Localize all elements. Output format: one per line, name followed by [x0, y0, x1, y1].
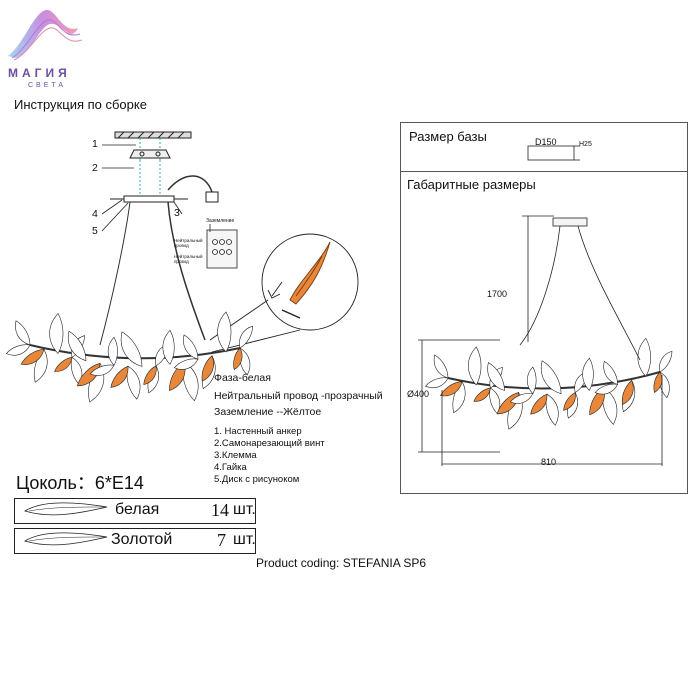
leaf-shape	[473, 387, 491, 402]
callout-leaders	[101, 144, 183, 232]
diameter-dimension: Ø400	[407, 389, 430, 399]
fixture-dimension-illustration	[425, 337, 673, 430]
count-unit-white: шт.	[233, 501, 256, 518]
base-diameter: D150	[535, 137, 557, 147]
leaf-shape	[173, 358, 199, 370]
leaf-shape	[239, 325, 253, 349]
white-leaf-icon	[24, 502, 108, 516]
leaf-shape	[540, 360, 562, 395]
leaf-shape	[440, 381, 463, 397]
leaf-shape	[54, 356, 73, 372]
wiring-phase: Фаза-белая	[214, 372, 271, 384]
terminal-block	[206, 224, 238, 269]
dimensions-panel: Размер базы D150 H25 Габаритные размеры …	[400, 122, 688, 494]
logo-mark-icon	[8, 9, 83, 61]
leaf-shape	[603, 360, 618, 385]
callout-2: 2	[92, 162, 98, 174]
leaf-shape	[526, 366, 537, 395]
parts-item: 1. Настенный анкер	[214, 426, 302, 437]
leaf-shape	[201, 355, 214, 382]
leaf-shape	[582, 357, 594, 391]
callout-4: 4	[92, 208, 98, 220]
leaf-shape	[659, 350, 673, 373]
callout-3: 3	[174, 207, 180, 219]
leaf-shape	[162, 329, 175, 365]
overall-dims-label: Габаритные размеры	[407, 177, 536, 192]
page-title: Инструкция по сборке	[14, 97, 147, 112]
leaf-shape	[120, 331, 143, 367]
leaf-shape	[487, 362, 505, 391]
gold-leaf-icon	[24, 532, 108, 546]
base-size-label: Размер базы	[409, 129, 487, 144]
callout-1: 1	[92, 138, 98, 150]
leaf-shape	[15, 320, 31, 346]
wiring-neutral: Нейтральный провод -прозрачный	[214, 390, 383, 402]
leaf-shape	[183, 334, 199, 360]
leaf-shape	[89, 364, 115, 376]
count-row-gold: Золотой 7 шт.	[14, 528, 256, 554]
terminal-ground-label: Заземление	[206, 218, 235, 224]
leaf-shape	[5, 344, 31, 356]
leaf-shape	[621, 380, 634, 406]
parts-list: 1. Настенный анкер 2.Самонарезающий винт…	[214, 426, 325, 486]
parts-item: 2.Самонарезающий винт	[214, 438, 325, 449]
terminal-neutral-top-label: Нейтральный провод	[174, 238, 203, 248]
terminal-neutral-bottom-label: Нейтральный провод	[174, 254, 203, 264]
fixture-illustration	[5, 311, 253, 403]
leaf-shape	[594, 383, 619, 395]
base-height: H25	[579, 141, 592, 148]
count-label-white: белая	[115, 501, 160, 518]
parts-item: 4.Гайка	[214, 462, 247, 473]
leaf-shape	[20, 349, 45, 365]
height-dimension: 1700	[487, 289, 508, 299]
dimension-lines	[418, 215, 663, 466]
count-unit-gold: шт.	[233, 531, 256, 548]
socket-spec: Цоколь：6*E14	[16, 473, 144, 493]
leaf-shape	[217, 311, 232, 353]
leaf-shape	[49, 313, 64, 355]
parts-item: 3.Клемма	[214, 450, 257, 461]
leaf-shape	[67, 330, 87, 362]
count-qty-white: 14	[211, 500, 229, 520]
logo-subword: СВЕТА	[28, 82, 67, 89]
count-row-white: белая 14 шт.	[14, 498, 256, 524]
leaf-shape	[563, 392, 576, 411]
leaf-shape	[467, 346, 482, 386]
panel-divider	[401, 171, 687, 172]
leaf-shape	[589, 387, 605, 416]
count-qty-gold: 7	[217, 530, 226, 550]
logo-word: МАГИЯ	[8, 66, 71, 80]
leaf-shape	[126, 365, 141, 400]
width-dimension: 810	[541, 457, 557, 467]
leaf-shape	[233, 347, 243, 371]
product-coding: Product coding: STEFANIA SP6	[256, 556, 427, 570]
leaf-shape	[509, 393, 534, 404]
wiring-ground: Заземление --Жёлтое	[214, 406, 322, 418]
leaf-shape	[545, 393, 559, 426]
leaf-shape	[530, 393, 548, 415]
base-shape	[527, 145, 580, 161]
leaf-shape	[433, 354, 449, 379]
leaf-shape	[425, 377, 449, 389]
callout-5: 5	[92, 225, 98, 237]
leaf-shape	[107, 336, 118, 366]
leaf-shape	[637, 337, 651, 377]
leaf-shape	[143, 365, 157, 385]
leaf-shape	[110, 365, 129, 388]
ceiling-mount	[99, 131, 219, 346]
count-label-gold: Золотой	[111, 531, 173, 548]
parts-item: 5.Диск с рисуноком	[214, 474, 300, 485]
